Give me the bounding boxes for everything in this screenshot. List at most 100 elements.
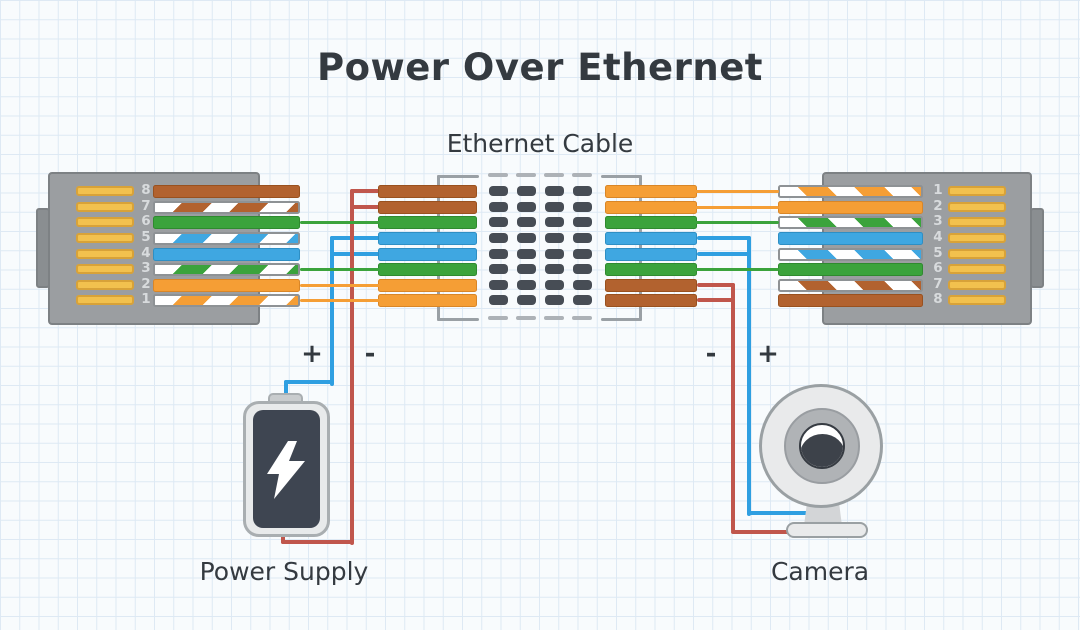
cable-dash [489,280,508,290]
lightning-bolt-icon [267,441,305,499]
rj45-pin [76,264,134,274]
cable-dash [489,186,508,196]
positive-wire [747,236,751,516]
sheath-dash [544,173,564,177]
data-wire-line [695,205,779,209]
connector-wire [778,184,923,198]
cable-dash [573,202,592,212]
pin-number: 8 [933,291,943,307]
rj45-pin [948,264,1006,274]
pin-number: 5 [933,245,943,261]
positive-wire [330,236,380,240]
rj45-pin [948,202,1006,212]
rj45-pin [948,186,1006,196]
negative-wire [731,283,735,532]
positive-wire [697,236,751,240]
connector-wire [153,262,300,276]
cable-dash [545,202,564,212]
pin-number: 2 [933,198,943,214]
cable-dash [489,295,508,305]
pin-number: 4 [141,245,151,261]
camera-base [786,522,868,538]
left-plus-label: + [301,339,323,369]
pin-number: 4 [933,229,943,245]
positive-wire [697,252,751,256]
cable-bar-left [378,231,477,245]
pin-number: 6 [141,213,151,229]
rj45-pin [948,217,1006,227]
cable-dash [545,233,564,243]
negative-wire [281,540,354,544]
pin-number: 3 [933,213,943,229]
rj45-pin [76,202,134,212]
cable-bar-right [605,200,697,214]
cable-dash [545,264,564,274]
pin-number: 7 [933,276,943,292]
data-wire-line [695,220,779,224]
cable-bar-left [378,184,477,198]
negative-wire [281,532,285,544]
negative-wire [697,283,735,287]
positive-wire [330,252,380,256]
cable-bar-left [378,262,477,276]
rj45-pin [948,295,1006,305]
cable-bar-left [378,215,477,229]
cable-dash [517,280,536,290]
cable-bar-right [605,215,697,229]
pin-number: 1 [933,182,943,198]
pin-number: 3 [141,260,151,276]
positive-wire [284,380,288,397]
rj45-pin [76,295,134,305]
sheath-dash [572,316,592,320]
pin-number: 8 [141,182,151,198]
sheath-dash [516,173,536,177]
sheath-dash [516,316,536,320]
camera-pupil [801,434,843,467]
data-wire-line [695,189,779,193]
cable-dash [545,249,564,259]
rj45-pin [76,186,134,196]
cable-dash [517,217,536,227]
cable-dash [489,233,508,243]
cable-bar-right [605,278,697,292]
cable-bar-left [378,293,477,307]
connector-wire [778,247,923,261]
cable-dash [573,264,592,274]
right-connector-strain-tab [1030,208,1044,288]
sheath-dash [544,316,564,320]
connector-wire [153,184,300,198]
negative-wire [697,298,735,302]
cable-bar-left [378,247,477,261]
cable-bar-left [378,278,477,292]
right-plus-label: + [757,339,779,369]
page-title: Power Over Ethernet [316,46,763,89]
rj45-pin [76,233,134,243]
rj45-pin [948,280,1006,290]
negative-wire [731,530,791,534]
data-wire-line [300,283,380,287]
positive-wire [330,236,334,386]
cable-bar-right [605,231,697,245]
cable-bar-right [605,262,697,276]
power-supply-label: Power Supply [199,557,369,586]
connector-wire [778,262,923,276]
cable-bracket [437,318,479,321]
rj45-pin [76,249,134,259]
rj45-pin [76,217,134,227]
positive-wire [747,511,810,515]
cable-dash [489,217,508,227]
cable-dash [517,233,536,243]
right-minus-label: - [705,339,717,369]
cable-dash [517,264,536,274]
cable-dash [489,264,508,274]
connector-wire [153,278,300,292]
cable-dash [517,186,536,196]
data-wire-line [300,220,380,224]
cable-bracket [601,318,642,321]
negative-wire [350,189,354,545]
pin-number: 5 [141,229,151,245]
cable-dash [545,186,564,196]
sheath-dash [488,316,508,320]
rj45-pin [76,280,134,290]
